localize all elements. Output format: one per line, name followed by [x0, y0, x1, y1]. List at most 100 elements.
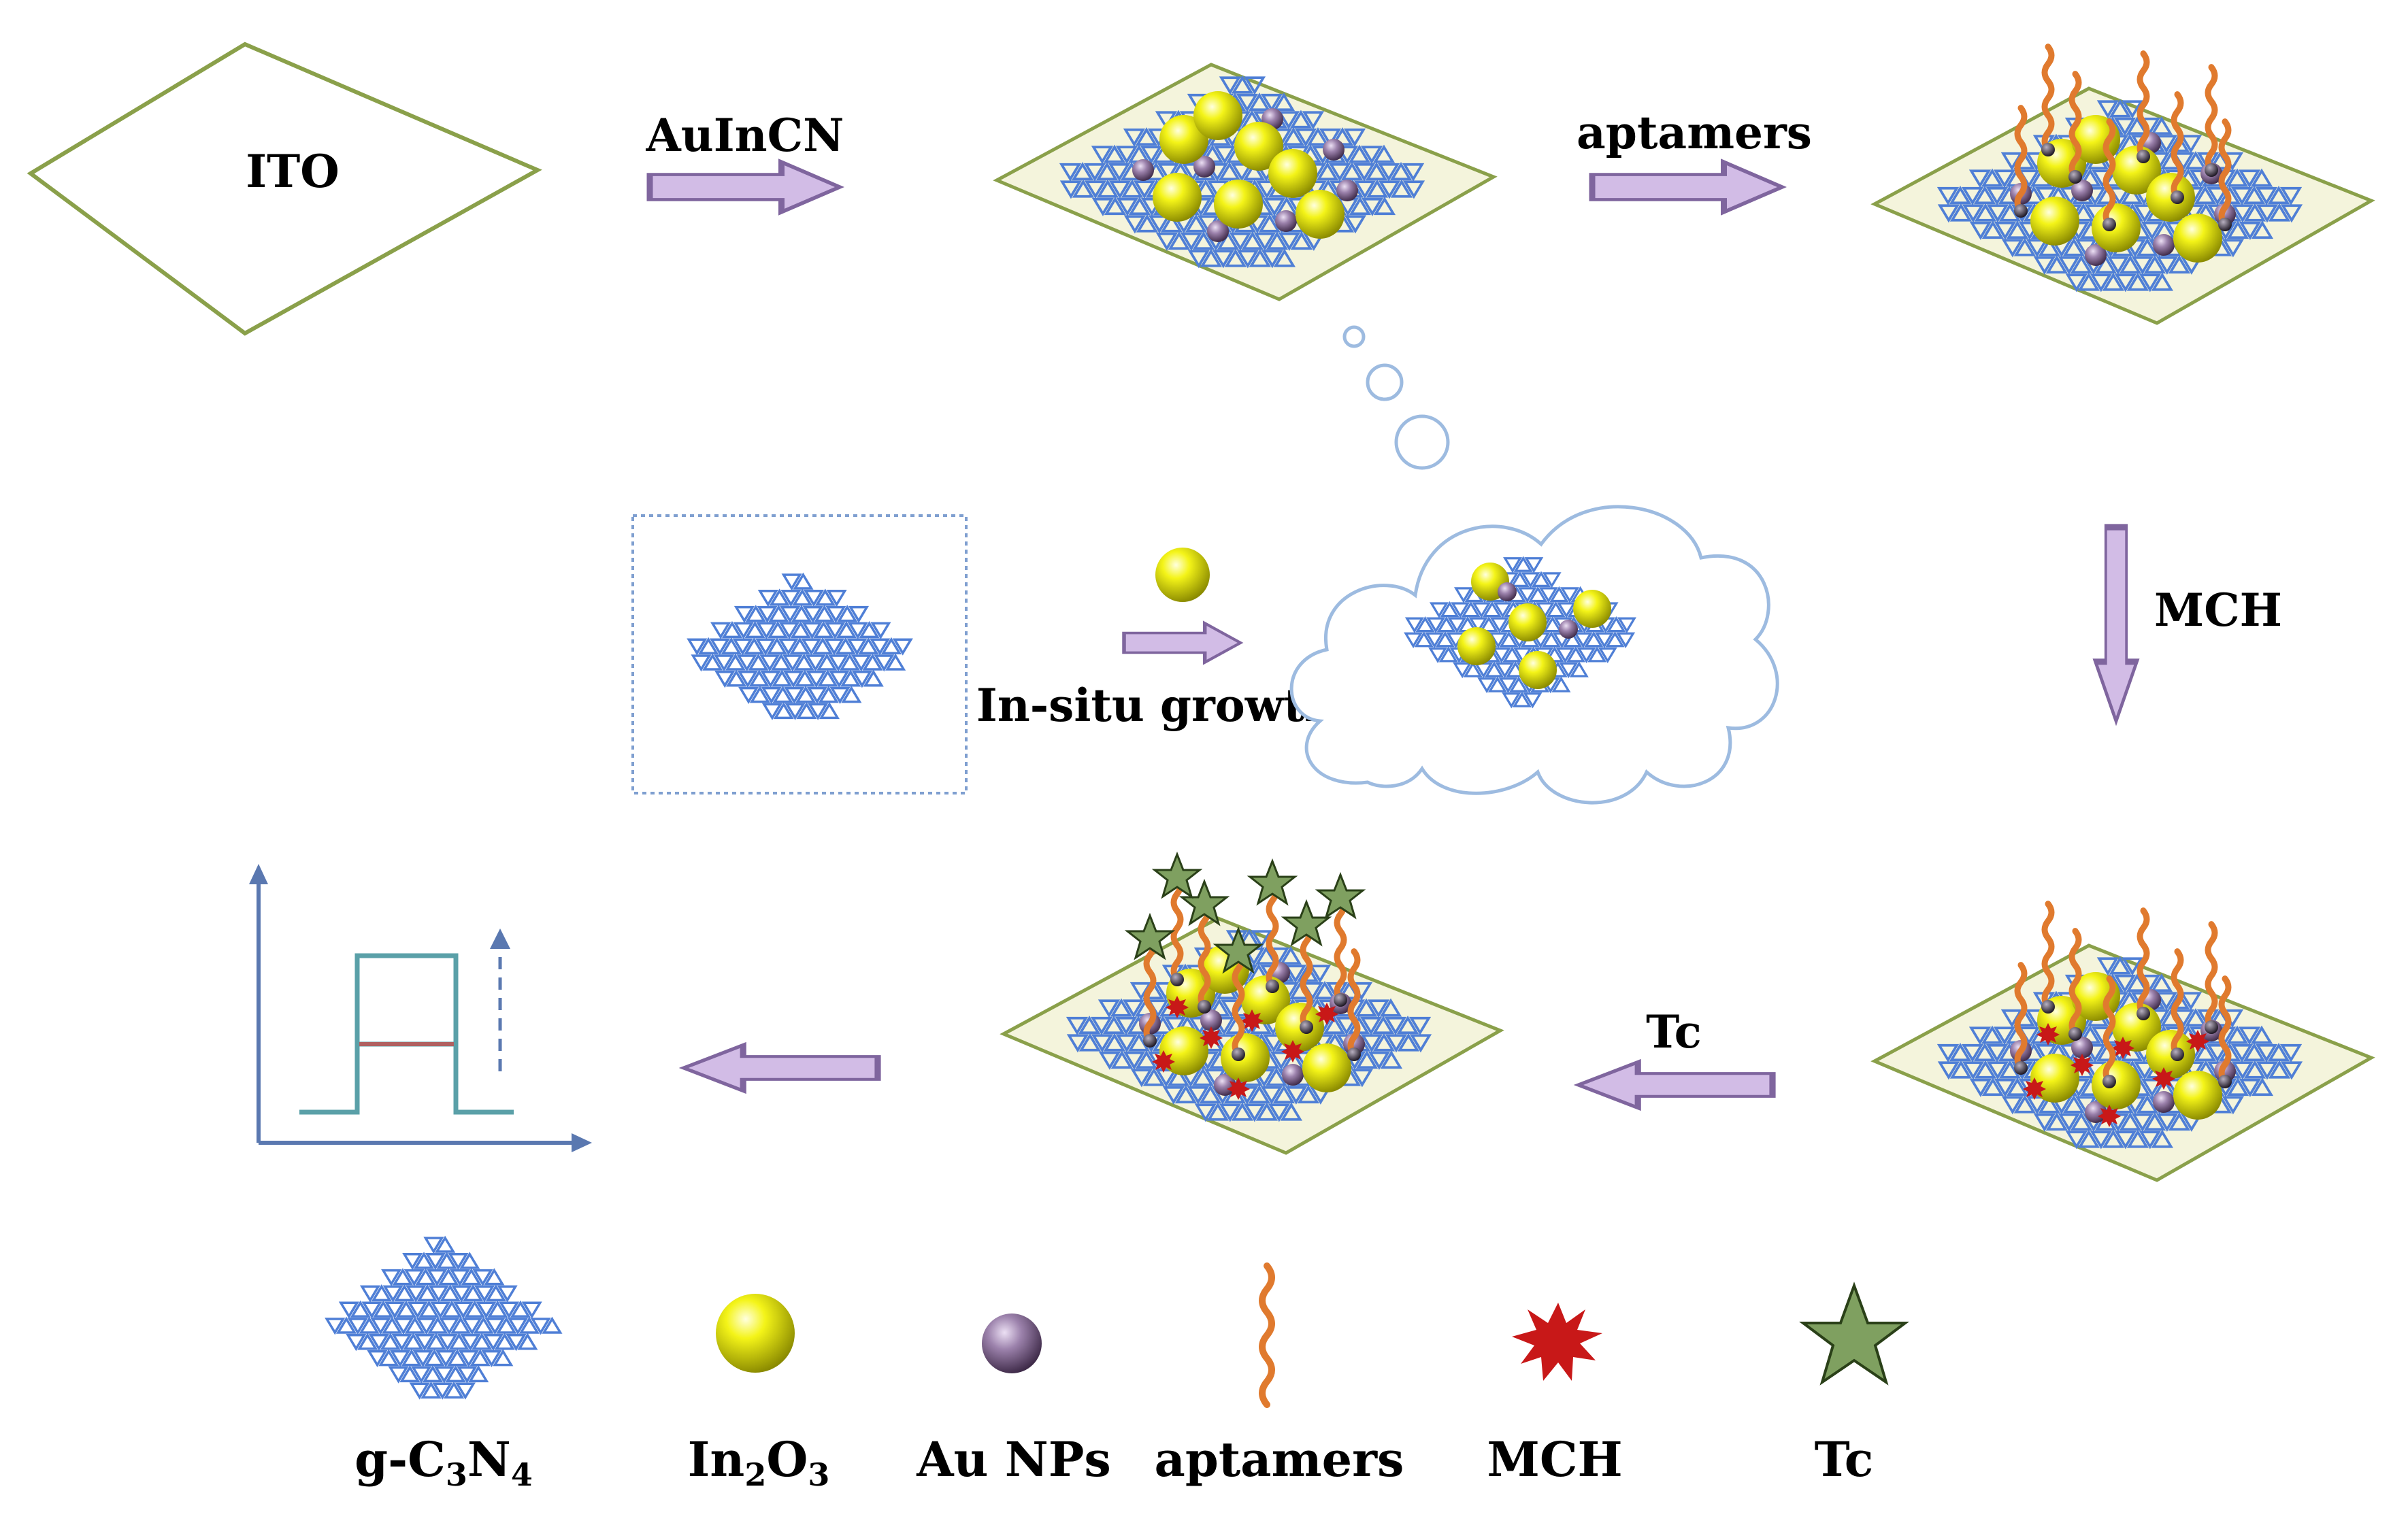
in2o3-particle	[1214, 180, 1263, 229]
legend-mch-label: MCH	[1487, 1431, 1622, 1488]
au-np	[1207, 220, 1229, 242]
au-np	[1498, 582, 1517, 601]
au-np	[1323, 139, 1345, 161]
au-np	[1193, 156, 1215, 178]
au-np	[1336, 180, 1358, 201]
aptamer-strand	[2072, 931, 2079, 1034]
aptamer-strand	[2106, 979, 2113, 1082]
au-np	[2071, 180, 2093, 201]
in2o3-particle	[1221, 1033, 1270, 1082]
g-c3n4-lattice	[325, 1237, 562, 1399]
svg-text:g-C3N4: g-C3N4	[354, 1431, 533, 1493]
thought-bubbles	[1342, 325, 1450, 470]
arrow-mch: MCH	[2096, 527, 2282, 721]
in2o3-sphere-icon	[1155, 548, 1210, 602]
in2o3-particle	[1193, 91, 1242, 140]
mch-step-label: MCH	[2154, 584, 2282, 637]
au-np	[1559, 620, 1578, 639]
in2o3-particle	[2092, 1060, 2141, 1109]
in2o3-particle	[2173, 214, 2222, 263]
aptamer-strand	[2017, 965, 2024, 1068]
in2o3-particle	[1159, 1026, 1208, 1075]
legend: g-C3N4 In2O3 Au NPs aptamers MCH Tc	[325, 1237, 1909, 1493]
legend-au-nps-label: Au NPs	[916, 1431, 1111, 1488]
au-np	[2153, 234, 2175, 256]
in2o3-particle	[2030, 1054, 2079, 1103]
in2o3-particle	[1159, 115, 1208, 164]
arrow-aptamers: aptamers	[1577, 106, 1812, 212]
au-np	[1200, 1009, 1222, 1031]
legend-g-c3n4-sub2: 4	[511, 1456, 533, 1493]
aptamer-strand	[1201, 904, 1208, 1007]
aptamer-strand	[1303, 924, 1310, 1027]
g-c3n4-lattice	[687, 573, 912, 720]
legend-g-c3n4-mid: N	[467, 1431, 511, 1488]
au-np	[2153, 1091, 2175, 1113]
au-np	[1132, 159, 1154, 181]
g-c3n4-frame	[631, 514, 968, 794]
ito-label: ITO	[246, 145, 339, 198]
au-np	[2071, 1037, 2093, 1058]
arrow-to-plot	[684, 1045, 878, 1090]
aptamer-strand	[2208, 924, 2215, 1027]
aptamer-strand	[2140, 911, 2147, 1014]
ito-substrate: ITO	[27, 41, 542, 336]
in2o3-particle	[1296, 190, 1345, 239]
electrode-mch-blocked	[1870, 904, 2375, 1182]
aptamer-strand	[2017, 108, 2024, 211]
in2o3-particle	[1234, 122, 1283, 171]
aptamer-strand	[2045, 47, 2051, 150]
aptamers-step-label: aptamers	[1577, 106, 1812, 159]
legend-tc: Tc	[1799, 1282, 1909, 1488]
in2o3-particle	[2173, 1071, 2222, 1120]
in2o3-particle	[1457, 627, 1496, 665]
legend-aptamers: aptamers	[1155, 1262, 1404, 1488]
in2o3-particle	[1508, 603, 1547, 641]
yellow-sphere-icon	[716, 1294, 795, 1373]
au-np	[1275, 210, 1297, 232]
in2o3-particle	[2030, 197, 2079, 246]
aptamer-strand	[1351, 952, 1357, 1054]
au-np	[2085, 244, 2107, 266]
wavy-strand-icon	[1259, 1262, 1275, 1408]
legend-mch: MCH	[1487, 1303, 1623, 1488]
in-situ-growth-step: In-situ growth	[976, 548, 1337, 732]
legend-au-nps: Au NPs	[916, 1313, 1111, 1488]
in-situ-label: In-situ growth	[976, 679, 1337, 732]
arrow-tc: Tc	[1579, 1005, 1772, 1108]
signal-trace	[299, 953, 514, 1115]
aptamer-strand	[1147, 938, 1153, 1041]
in2o3-particle	[2092, 203, 2141, 252]
legend-in2o3-mid: O	[766, 1431, 808, 1488]
aptamer-strand	[2222, 979, 2228, 1082]
aptamer-strand	[2140, 54, 2147, 156]
aptamer-strand	[1235, 952, 1242, 1054]
legend-g-c3n4-label-base: g-C	[354, 1431, 446, 1488]
legend-in2o3-base: In	[688, 1431, 745, 1488]
aptamer-strand	[1269, 884, 1276, 986]
in2o3-particle	[1268, 149, 1317, 198]
aptamer-strand	[2106, 122, 2113, 224]
electrode-aptamers	[1870, 47, 2375, 325]
aptamer-strand	[2208, 67, 2215, 170]
in2o3-particle	[1153, 173, 1202, 222]
tc-step-label: Tc	[1646, 1005, 1702, 1058]
electrode-auincn	[993, 63, 1498, 301]
aptamer-strand	[2045, 904, 2051, 1007]
auincn-label: AuInCN	[646, 109, 844, 162]
legend-aptamers-label: aptamers	[1155, 1431, 1404, 1488]
electrode-tc-bound	[1000, 853, 1504, 1155]
legend-g-c3n4-sub1: 3	[446, 1456, 467, 1493]
legend-g-c3n4: g-C3N4	[325, 1237, 562, 1493]
in2o3-particle	[1519, 651, 1557, 689]
in2o3-particle	[1573, 590, 1611, 628]
in2o3-particle	[1302, 1043, 1351, 1092]
au-np	[1282, 1064, 1304, 1086]
aptamer-strand	[2174, 95, 2181, 197]
signal-plot	[249, 864, 592, 1152]
green-star-icon	[1799, 1282, 1909, 1386]
legend-tc-label: Tc	[1815, 1431, 1874, 1488]
legend-in2o3-sub1: 2	[744, 1456, 766, 1493]
legend-in2o3-sub2: 3	[808, 1456, 829, 1493]
